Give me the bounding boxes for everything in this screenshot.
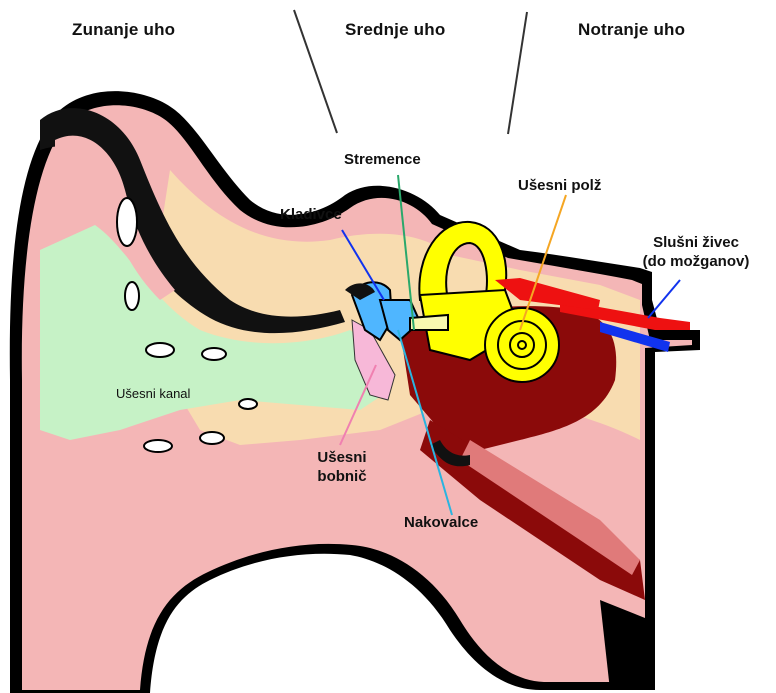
label-eardrum: Ušesni bobnič: [302, 448, 382, 486]
cartilage-spot: [144, 440, 172, 452]
divider-outer-middle: [294, 10, 337, 133]
leader-nerve: [648, 280, 680, 318]
section-middle-ear: Srednje uho: [345, 20, 445, 40]
label-nerve: Slušni živec (do možganov): [626, 233, 766, 271]
label-eardrum-line1: Ušesni: [302, 448, 382, 467]
label-nerve-line2: (do možganov): [626, 252, 766, 271]
cartilage-spot: [125, 282, 139, 310]
stirrup: [410, 315, 448, 330]
cartilage-spot: [146, 343, 174, 357]
divider-middle-inner: [508, 12, 527, 134]
cartilage-spot: [239, 399, 257, 409]
cartilage-spot: [202, 348, 226, 360]
cartilage-spot: [117, 198, 137, 246]
cochlea: [485, 308, 559, 382]
label-eardrum-line2: bobnič: [302, 467, 382, 486]
label-anvil: Nakovalce: [404, 514, 478, 531]
cartilage-spot: [200, 432, 224, 444]
section-outer-ear: Zunanje uho: [72, 20, 175, 40]
label-nerve-line1: Slušni živec: [626, 233, 766, 252]
section-inner-ear: Notranje uho: [578, 20, 685, 40]
label-stirrup: Stremence: [344, 151, 421, 168]
label-cochlea: Ušesni polž: [518, 177, 601, 194]
label-ear-canal: Ušesni kanal: [116, 386, 190, 401]
label-hammer: Kladivce: [280, 206, 342, 223]
